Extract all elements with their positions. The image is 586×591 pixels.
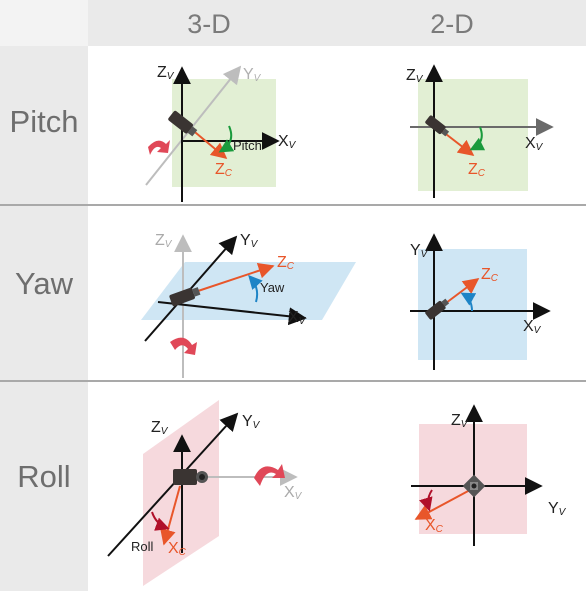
yaw-2d-panel: YV XV ZC [410,233,551,370]
row-label-pitch: Pitch [10,104,79,139]
pitch-arc [469,126,486,151]
zv-label: ZV [451,412,469,430]
xv-label: XV [525,135,544,153]
xc-label: XC [168,540,187,558]
header-band [88,0,586,46]
xv-axis [157,301,307,326]
zc-vector [441,278,480,307]
row-label-roll: Roll [17,459,70,494]
camera-icon [169,287,201,307]
yaw-angle-label: Yaw [260,280,285,295]
column-header-2d: 2-D [430,9,474,39]
pitch-angle-label: Pitch [233,138,262,153]
xc-label: XC [425,517,444,535]
roll-3d-panel: ZV YV XV XC Roll [107,400,303,586]
yv-label: YV [410,242,429,260]
rotation-arrow-icon [254,464,285,486]
yaw-arc [460,292,477,312]
xc-vector [414,489,471,520]
zv-label: ZV [151,419,169,437]
pitch-plane [418,79,528,191]
camera-icon [168,110,198,137]
xv-label: XV [523,318,542,336]
yv-label: YV [240,232,259,250]
pitch-arc [218,125,235,153]
camera-icon [425,115,450,137]
row-label-yaw: Yaw [15,266,74,301]
xv-label: XV [288,309,307,327]
xc-vector [160,485,181,546]
rotation-arrow-icon [170,337,197,355]
pitch-2d-panel: ZV XV ZC [406,64,554,198]
yv-axis [145,65,242,186]
column-header-3d: 3-D [187,9,231,39]
roll-arc [151,511,170,531]
xv-label: XV [278,133,297,151]
zc-label: ZC [215,161,233,179]
pitch-3d-panel: ZV YV XV ZC Pitch [145,64,297,202]
roll-arc [419,489,433,512]
yv-label: YV [548,500,567,518]
camera-icon [425,298,450,320]
yv-label: YV [243,66,262,84]
zv-label: ZV [155,232,173,250]
zc-vector [194,262,275,293]
yaw-3d-panel: ZV YV XV ZC Yaw [141,232,356,378]
zc-label: ZC [481,266,499,284]
rotation-arrow-icon [148,140,170,155]
corner-cell [0,0,88,46]
zv-label: ZV [406,67,424,85]
zc-vector [189,127,228,160]
zc-vector [441,130,475,156]
xv-label: XV [284,484,303,502]
camera-icon [173,469,208,485]
zc-label: ZC [468,161,486,179]
yv-label: YV [242,413,261,431]
roll-2d-panel: ZV YV XC [411,404,567,546]
zv-label: ZV [157,64,175,82]
zc-label: ZC [277,254,295,272]
roll-angle-label: Roll [131,539,154,554]
row-label-column [0,0,88,591]
yv-axis [107,412,239,557]
yaw-arc [248,274,263,303]
